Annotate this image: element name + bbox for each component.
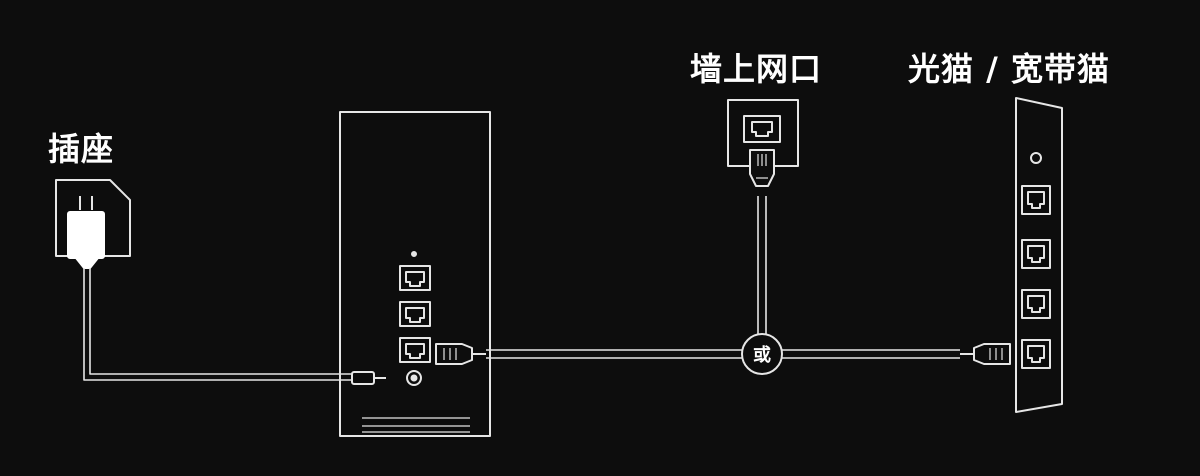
ethernet-plug-icon <box>960 343 1011 365</box>
modem-device <box>1015 97 1063 413</box>
or-text: 或 <box>753 344 771 366</box>
outlet-label: 插座 <box>48 130 115 168</box>
power-outlet-icon <box>55 179 131 257</box>
router-wan-port <box>399 337 431 363</box>
or-junction <box>741 333 783 375</box>
wall-port-label: 墙上网口 <box>690 50 823 88</box>
router-lan-port-1 <box>399 265 431 291</box>
power-cable <box>83 268 352 381</box>
router-device <box>339 111 491 437</box>
power-adapter-icon <box>67 211 105 269</box>
modem-port-4 <box>1021 339 1051 369</box>
modem-port-2 <box>1021 239 1051 269</box>
modem-label: 光猫 / 宽带猫 <box>908 50 1110 88</box>
router-lan-port-2 <box>399 301 431 327</box>
modem-port-1 <box>1021 185 1051 215</box>
ethernet-plug-icon <box>435 343 486 365</box>
dc-plug-icon <box>351 371 386 385</box>
modem-port-3 <box>1021 289 1051 319</box>
wall-ethernet-jack-icon <box>727 99 799 187</box>
